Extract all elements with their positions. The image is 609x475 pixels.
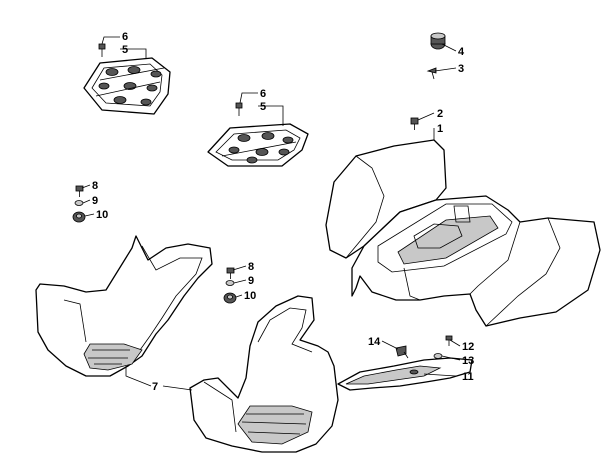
- callout-labels: 6 5 6 5 4 3 2 1 8 9 10 8 9 10 7 14 12 13…: [92, 31, 474, 393]
- callout-9-left: 9: [92, 195, 98, 207]
- hardware-stack-middle: [223, 267, 237, 304]
- callout-8-middle: 8: [248, 261, 254, 273]
- callout-11: 11: [462, 371, 474, 383]
- callout-8-left: 8: [92, 180, 98, 192]
- bolt-2: [410, 117, 419, 130]
- screw-12: [445, 335, 453, 346]
- callout-10-left: 10: [96, 209, 108, 221]
- hardware-stack-left: [72, 185, 86, 223]
- rear-fender: [325, 139, 601, 327]
- callout-2: 2: [437, 108, 443, 120]
- callout-7: 7: [152, 381, 158, 393]
- callout-13: 13: [462, 355, 474, 367]
- callout-6-lower: 6: [260, 88, 266, 100]
- callout-5-upper: 5: [122, 44, 128, 56]
- splash-guard: [337, 357, 473, 391]
- callout-9-middle: 9: [248, 275, 254, 287]
- right-footwell: [189, 295, 339, 453]
- bolt-6-lower: [235, 102, 243, 116]
- callout-1: 1: [437, 123, 443, 135]
- nut-4: [430, 32, 446, 50]
- fastener-14: [395, 345, 409, 359]
- footrest-plate-lower: [207, 123, 309, 167]
- washer-13: [433, 353, 443, 359]
- callout-12: 12: [462, 341, 474, 353]
- screw-3: [426, 67, 437, 80]
- callout-4: 4: [458, 46, 465, 58]
- callout-5-lower: 5: [260, 101, 266, 113]
- bolt-6-upper: [98, 43, 106, 57]
- callout-10-middle: 10: [244, 290, 256, 302]
- leader-lines: [81, 36, 461, 391]
- callout-6-upper: 6: [122, 31, 128, 43]
- callout-3: 3: [458, 63, 464, 75]
- callout-14: 14: [368, 336, 381, 348]
- left-footwell: [35, 235, 213, 377]
- footrest-plate-upper: [83, 57, 171, 115]
